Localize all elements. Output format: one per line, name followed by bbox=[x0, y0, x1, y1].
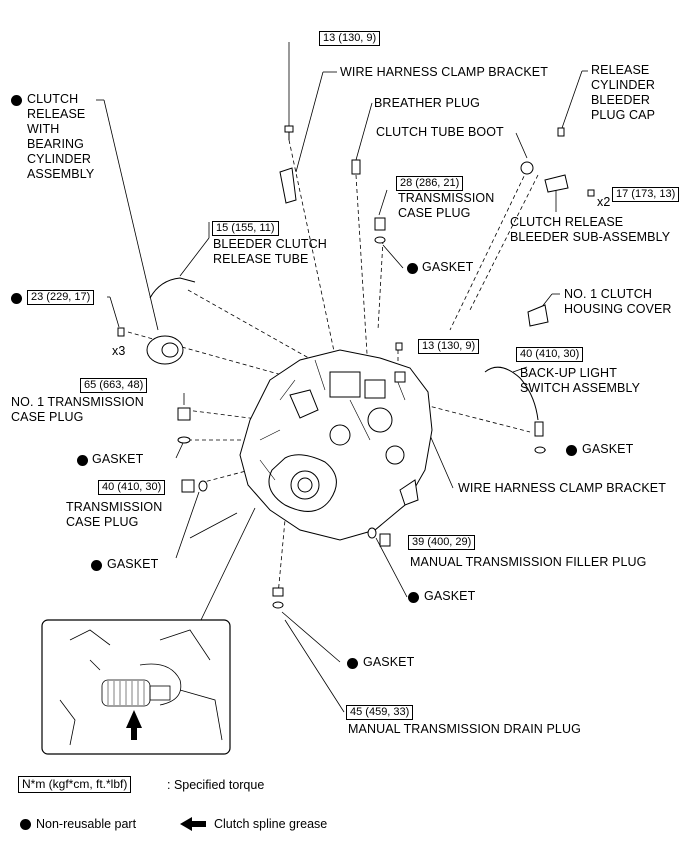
label-manual-transmission-filler-plug: MANUAL TRANSMISSION FILLER PLUG bbox=[410, 555, 647, 569]
legend-torque-box: N*m (kgf*cm, ft.*lbf) bbox=[18, 776, 132, 793]
label-gasket-drain: GASKET bbox=[363, 655, 415, 669]
label-no1-transmission-case-plug: NO. 1 TRANSMISSION CASE PLUG bbox=[11, 395, 144, 424]
non-reusable-dot bbox=[11, 293, 22, 304]
torque-39: 39 (400, 29) bbox=[408, 535, 476, 550]
label-x2: x2 bbox=[597, 195, 611, 209]
label-gasket-left2: GASKET bbox=[107, 557, 159, 571]
label-gasket-left: GASKET bbox=[92, 452, 144, 466]
label-gasket-right: GASKET bbox=[582, 442, 634, 456]
legend-non-reusable-dot bbox=[20, 819, 31, 830]
label-backup-light-switch: BACK-UP LIGHT SWITCH ASSEMBLY bbox=[520, 366, 641, 395]
label-breather-plug: BREATHER PLUG bbox=[374, 96, 480, 110]
torque-13-top: 13 (130, 9) bbox=[319, 31, 381, 46]
label-gasket-filler: GASKET bbox=[424, 589, 476, 603]
label-transmission-case-plug-top: TRANSMISSION CASE PLUG bbox=[398, 191, 495, 220]
non-reusable-dot bbox=[347, 658, 358, 669]
non-reusable-dot bbox=[91, 560, 102, 571]
non-reusable-dot bbox=[407, 263, 418, 274]
label-bleeder-clutch-release-tube: BLEEDER CLUTCH RELEASE TUBE bbox=[213, 237, 327, 266]
legend-torque-desc: : Specified torque bbox=[167, 778, 265, 792]
non-reusable-dot bbox=[77, 455, 88, 466]
label-clutch-release-bleeder: CLUTCH RELEASE BLEEDER SUB-ASSEMBLY bbox=[510, 215, 671, 244]
torque-28: 28 (286, 21) bbox=[396, 176, 464, 191]
torque-23: 23 (229, 17) bbox=[27, 290, 95, 305]
non-reusable-dot bbox=[408, 592, 419, 603]
legend-spline-grease: Clutch spline grease bbox=[214, 817, 328, 831]
torque-17: 17 (173, 13) bbox=[612, 187, 680, 202]
label-clutch-tube-boot: CLUTCH TUBE BOOT bbox=[376, 125, 504, 139]
label-no1-clutch-housing-cover: NO. 1 CLUTCH HOUSING COVER bbox=[564, 287, 672, 316]
torque-45: 45 (459, 33) bbox=[346, 705, 414, 720]
torque-65: 65 (663, 48) bbox=[80, 378, 148, 393]
torque-15: 15 (155, 11) bbox=[212, 221, 279, 236]
label-manual-transmission-drain-plug: MANUAL TRANSMISSION DRAIN PLUG bbox=[348, 722, 581, 736]
label-gasket-top: GASKET bbox=[422, 260, 474, 274]
label-release-cylinder-bleeder-plug-cap: RELEASE CYLINDER BLEEDER PLUG CAP bbox=[591, 63, 656, 122]
label-clutch-release-bearing-cylinder: CLUTCH RELEASE WITH BEARING CYLINDER ASS… bbox=[27, 92, 95, 181]
label-wire-harness-clamp-bracket-top: WIRE HARNESS CLAMP BRACKET bbox=[340, 65, 548, 79]
non-reusable-dot bbox=[11, 95, 22, 106]
non-reusable-dot bbox=[566, 445, 577, 456]
label-transmission-case-plug-left: TRANSMISSION CASE PLUG bbox=[66, 500, 163, 529]
torque-40-plug: 40 (410, 30) bbox=[98, 480, 166, 495]
label-wire-harness-clamp-bracket-mid: WIRE HARNESS CLAMP BRACKET bbox=[458, 481, 666, 495]
label-x3: x3 bbox=[112, 344, 126, 358]
torque-13-mid: 13 (130, 9) bbox=[418, 339, 480, 354]
torque-40-backup: 40 (410, 30) bbox=[516, 347, 584, 362]
legend-non-reusable: Non-reusable part bbox=[36, 817, 137, 831]
